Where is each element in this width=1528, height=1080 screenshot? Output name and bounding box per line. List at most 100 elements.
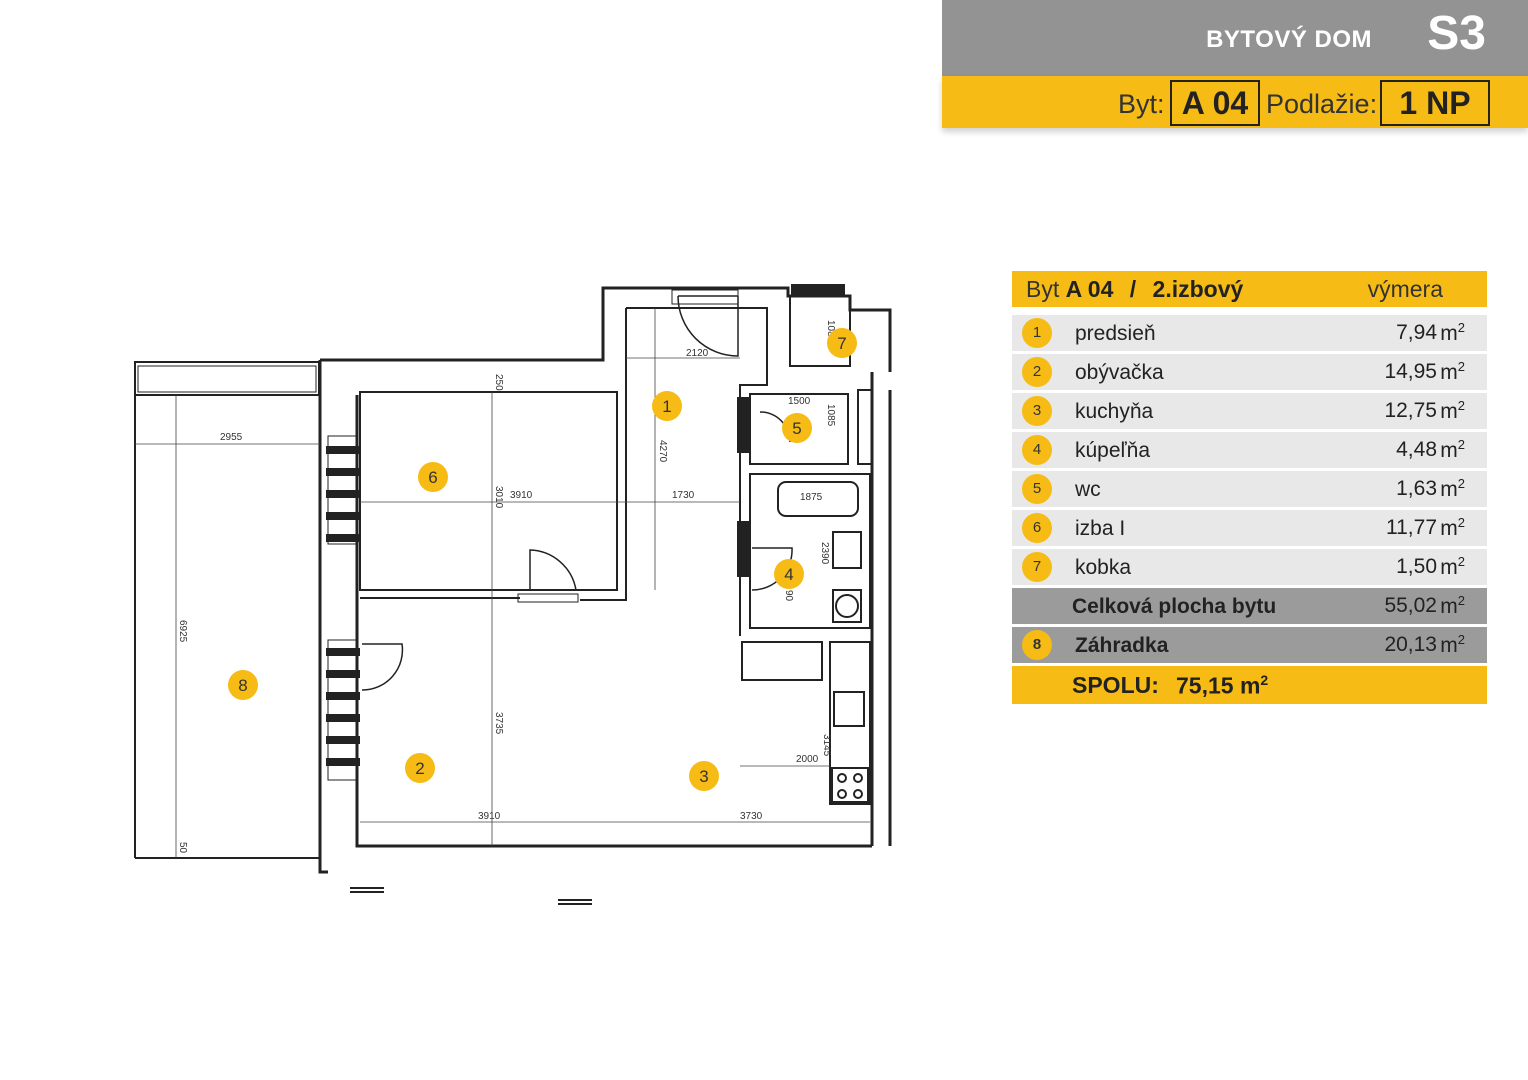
garden-planter: [134, 361, 320, 396]
table-row: 6 izba I 11,77 m2: [1012, 510, 1487, 546]
room-area: 4,48: [1396, 438, 1437, 461]
dimension-label: 1730: [672, 490, 695, 501]
dimension-label: 250: [493, 374, 504, 391]
table-row: 5 wc 1,63 m2: [1012, 471, 1487, 507]
room-marker-7: [827, 328, 857, 358]
room-number-badge: 8: [1022, 630, 1052, 660]
window-storage: [791, 284, 845, 295]
dimension-label: 3910: [478, 811, 501, 822]
room-area: 1,63: [1396, 477, 1437, 500]
dimension-labels: 2955 6925 50 250 3010 3910 1730 2120 427…: [177, 320, 836, 854]
window-bar: [326, 468, 360, 476]
dimension-label: 1875: [800, 492, 823, 503]
area-table-header: Byt A 04 / 2.izbový výmera: [1012, 271, 1487, 307]
room-marker-8: [228, 670, 258, 700]
door-garden: [361, 643, 404, 691]
flat-code-box: A 04: [1170, 80, 1260, 126]
subtotal-row: Celková plocha bytu 55,02 m2: [1012, 588, 1487, 624]
window-bar: [326, 648, 360, 656]
header-flat-bar: Byt: A 04 Podlažie: 1 NP: [942, 76, 1528, 128]
dimension-label: 4270: [657, 440, 668, 463]
dimension-label: 2390: [819, 542, 830, 565]
table-row: 1 predsieň 7,94 m2: [1012, 315, 1487, 351]
dimension-label: 2955: [220, 432, 243, 443]
room-marker-label: 4: [784, 565, 793, 584]
room-name: predsieň: [1075, 322, 1156, 345]
burner: [837, 773, 847, 783]
flat-label: Byt:: [1118, 89, 1165, 119]
area-unit: m2: [1440, 632, 1465, 657]
floor-code-box: 1 NP: [1380, 80, 1490, 126]
dimension-label: 50: [177, 842, 188, 854]
room-number-badge: 7: [1022, 552, 1052, 582]
table-row: 4 kúpeľňa 4,48 m2: [1012, 432, 1487, 468]
garden-row: 8 Záhradka 20,13 m2: [1012, 627, 1487, 663]
washing-machine: [832, 589, 862, 623]
room-marker-5: [782, 413, 812, 443]
dimension-label: 2000: [796, 754, 819, 765]
subtotal-area: 55,02: [1384, 594, 1437, 617]
dimension-label: 3910: [510, 490, 533, 501]
burner: [853, 789, 863, 799]
subtotal-label: Celková plocha bytu: [1072, 595, 1277, 618]
window-wc: [737, 397, 751, 453]
room-name: kuchyňa: [1075, 400, 1154, 423]
garden-area: 20,13: [1384, 633, 1437, 656]
dimension-label: 3730: [740, 811, 763, 822]
table-title-separator: /: [1129, 276, 1137, 302]
room-number-badge: 3: [1022, 396, 1052, 426]
window-bathroom: [737, 521, 751, 577]
dimension-label: 3735: [493, 712, 504, 735]
door-room-6: [529, 549, 577, 591]
room-number-badge: 2: [1022, 357, 1052, 387]
room-marker-6: [418, 462, 448, 492]
room-marker-label: 3: [699, 767, 708, 786]
header-top-band: BYTOVÝ DOM S3: [942, 0, 1528, 76]
table-row: 7 kobka 1,50 m2: [1012, 549, 1487, 585]
outer-wall-inner: [318, 360, 872, 874]
wc-duct: [857, 389, 873, 465]
table-title-type: 2.izbový: [1152, 276, 1244, 302]
room-number-badge: 1: [1022, 318, 1052, 348]
room-area: 7,94: [1396, 321, 1437, 344]
window-bar: [326, 490, 360, 498]
kitchen-unit: [741, 641, 823, 681]
dimension-label: 90: [783, 590, 794, 602]
window-room-2: [327, 639, 359, 781]
window-bar: [326, 512, 360, 520]
area-unit: m2: [1440, 554, 1465, 579]
garden-planter-inner: [137, 365, 317, 393]
room-marker-4: [774, 559, 804, 589]
room-name: obývačka: [1075, 361, 1164, 384]
room-number-badge: 5: [1022, 474, 1052, 504]
window-bar: [326, 758, 360, 766]
room-marker-1: [652, 391, 682, 421]
floor-label: Podlažie:: [1266, 89, 1378, 119]
area-table: Byt A 04 / 2.izbový výmera 1 predsieň 7,…: [1012, 271, 1487, 704]
table-row: 3 kuchyňa 12,75 m2: [1012, 393, 1487, 429]
room-markers: 1 2 3 4 5 6 7 8: [228, 328, 857, 791]
room-marker-label: 1: [662, 397, 671, 416]
room-name: kobka: [1075, 556, 1132, 579]
window-bar: [326, 534, 360, 542]
room-number-badge: 4: [1022, 435, 1052, 465]
room-area: 11,77: [1386, 516, 1437, 539]
room-marker-3: [689, 761, 719, 791]
floor-plan: 2955 6925 50 250 3010 3910 1730 2120 427…: [134, 284, 892, 905]
plan-walls: [134, 284, 892, 905]
window-bar: [326, 692, 360, 700]
window-bar: [326, 736, 360, 744]
table-title-flat: A 04: [1065, 276, 1114, 302]
total-label: SPOLU:: [1072, 672, 1159, 698]
dimension-label: 3145: [821, 734, 832, 757]
cooktop: [831, 767, 869, 803]
table-row: 2 obývačka 14,95 m2: [1012, 354, 1487, 390]
room-marker-label: 5: [792, 419, 801, 438]
kitchen-sink: [833, 691, 865, 727]
area-unit: m2: [1440, 593, 1465, 618]
room-number-badge: 6: [1022, 513, 1052, 543]
area-unit: m2: [1440, 359, 1465, 384]
area-column-header: výmera: [1367, 276, 1443, 302]
area-unit: m2: [1440, 476, 1465, 501]
garden-label: Záhradka: [1075, 634, 1169, 657]
